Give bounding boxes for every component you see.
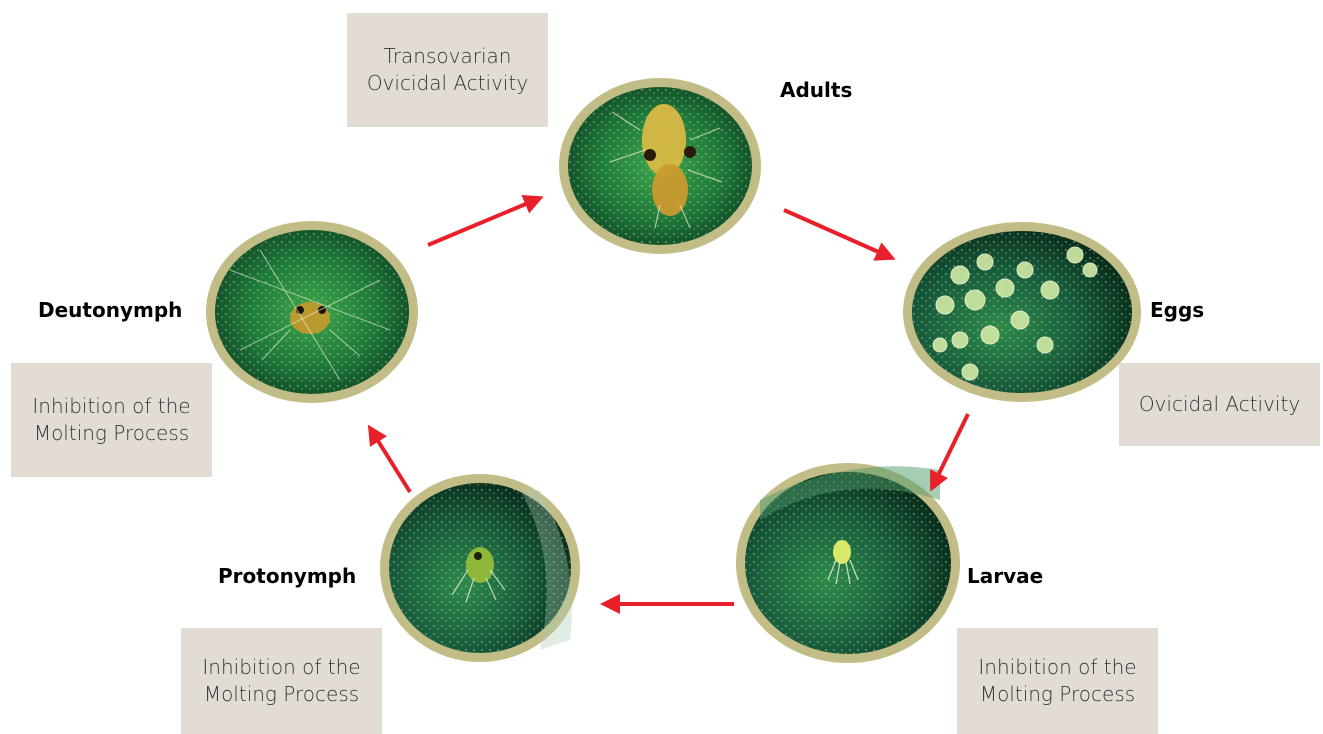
note-adults-line-2: Ovicidal Activity: [367, 70, 528, 97]
note-protonymph-line-1: Inhibition of the: [202, 654, 360, 681]
stage-label-larvae: Larvae: [967, 564, 1043, 588]
stage-label-deutonymph: Deutonymph: [38, 298, 182, 322]
note-adults-line-1: Transovarian: [384, 43, 512, 70]
note-larvae-line-1: Inhibition of the: [978, 654, 1136, 681]
note-deutonymph-line-2: Molting Process: [34, 420, 189, 447]
arrow-eggs-to-larvae: [932, 414, 968, 488]
note-protonymph-line-2: Molting Process: [204, 681, 359, 708]
note-eggs-line-1: Ovicidal Activity: [1139, 391, 1300, 418]
adults-photo: [559, 78, 761, 254]
eggs-photo: [903, 222, 1141, 402]
stage-label-protonymph: Protonymph: [218, 564, 356, 588]
note-larvae: Inhibition of the Molting Process: [957, 628, 1158, 734]
larvae-photo: [736, 463, 960, 663]
note-eggs: Ovicidal Activity: [1119, 363, 1320, 446]
arrow-protonymph-to-deutonymph: [370, 428, 410, 492]
note-adults: Transovarian Ovicidal Activity: [347, 13, 548, 127]
stage-label-eggs: Eggs: [1150, 298, 1204, 322]
deutonymph-photo: [206, 221, 418, 403]
protonymph-photo: [380, 474, 580, 662]
note-deutonymph-line-1: Inhibition of the: [32, 393, 190, 420]
stage-label-adults: Adults: [780, 78, 852, 102]
note-deutonymph: Inhibition of the Molting Process: [11, 363, 212, 477]
note-larvae-line-2: Molting Process: [980, 681, 1135, 708]
note-protonymph: Inhibition of the Molting Process: [181, 628, 382, 734]
arrow-adults-to-eggs: [784, 210, 892, 258]
arrow-deutonymph-to-adults: [428, 198, 540, 245]
